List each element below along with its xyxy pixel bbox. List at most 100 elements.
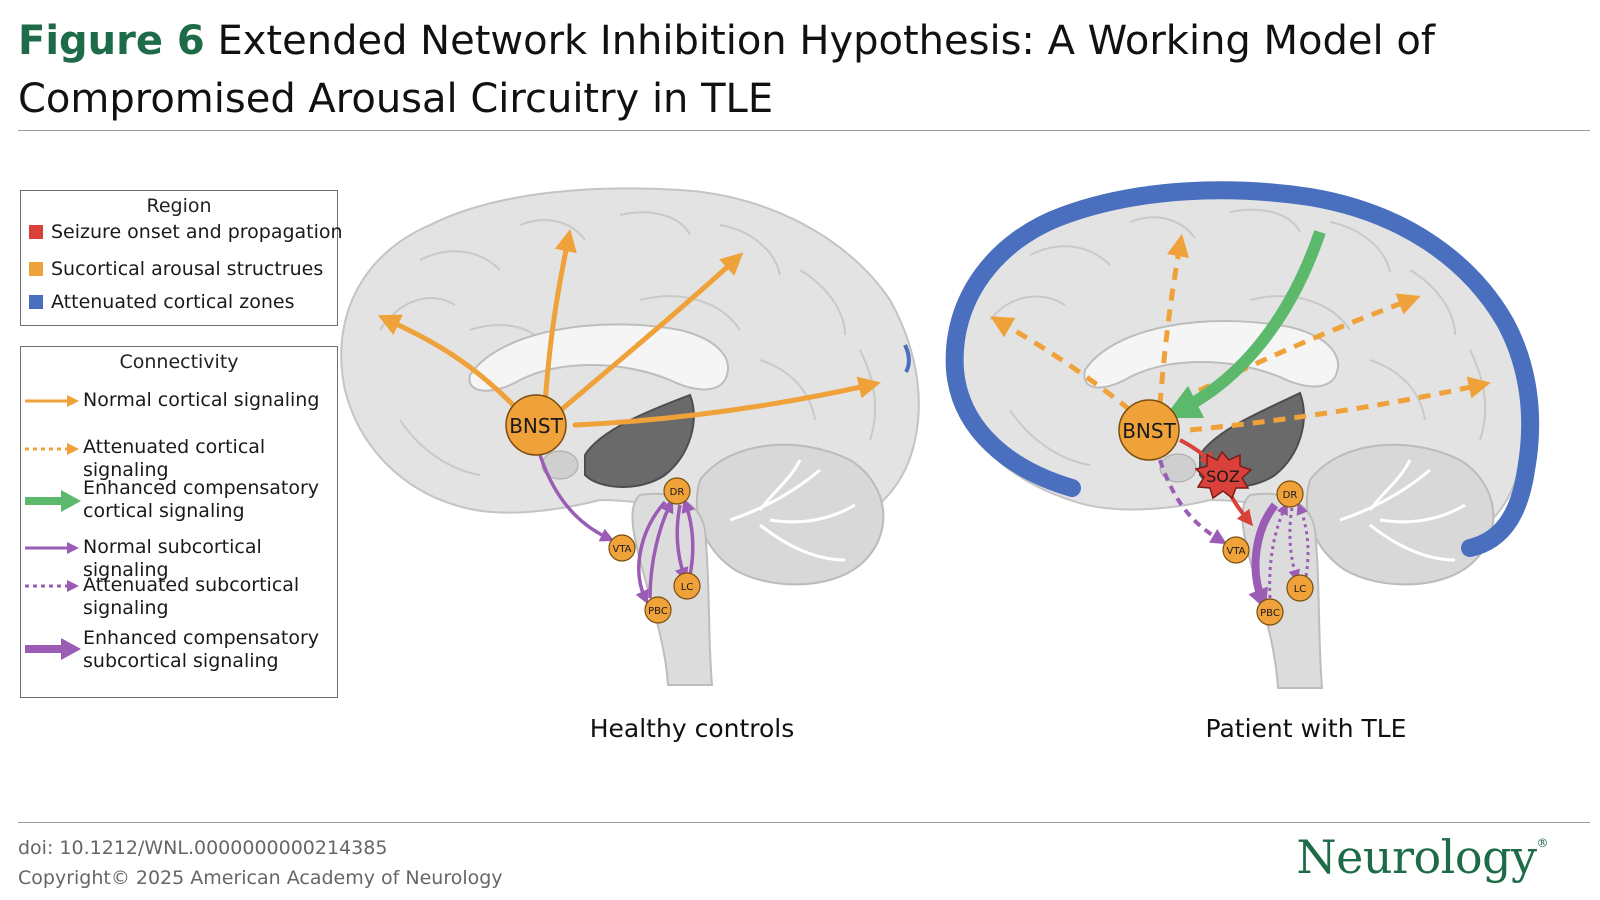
legend-normal-cortical: Normal cortical signaling [23, 389, 339, 415]
purple-thick-arrow-icon [25, 638, 81, 660]
figure-header: Figure 6 Extended Network Inhibition Hyp… [18, 12, 1558, 128]
purple-dotted-arrow [1288, 507, 1301, 582]
neurology-logo: Neurology® [1296, 830, 1548, 884]
healthy-controls-label: Healthy controls [589, 714, 795, 743]
legend-enhanced-subcortical: Enhanced compensatory subcortical signal… [23, 627, 339, 675]
region-legend-item-attenuated: Attenuated cortical zones [29, 291, 294, 313]
orange-arrow [542, 228, 577, 408]
legend-label: Attenuated subcortical signaling [83, 574, 300, 619]
purple-arrow [648, 498, 674, 599]
green-compensatory-arrow [1163, 230, 1326, 419]
legend-label: Enhanced compensatory cortical signaling [83, 477, 320, 522]
cortex-edge-left [903, 344, 911, 373]
region-legend-heading: Region [146, 195, 212, 217]
lc-label: LC [681, 582, 694, 593]
region-legend-label: Seizure onset and propagation [51, 221, 343, 243]
arbor-vitae-right [1339, 459, 1466, 562]
pbc-node [1256, 598, 1284, 626]
patient-tle-label: Patient with TLE [1205, 714, 1407, 743]
soz-label: SOZ [1206, 467, 1240, 486]
dr-label: DR [670, 487, 685, 498]
orange-solid-arrow-icon [25, 395, 79, 407]
dr-label: DR [1283, 490, 1298, 501]
cerebellum-right [1305, 443, 1495, 586]
journal-name: Neurology [1296, 830, 1537, 884]
orange-dashed-arrow [990, 316, 1132, 412]
purple-arrow [538, 454, 615, 542]
purple-dotted-arrow [1158, 459, 1227, 545]
legend-attenuated-cortical: Attenuated cortical signaling [23, 436, 339, 481]
bnst-label: BNST [509, 414, 563, 438]
blue-swatch-icon [29, 295, 43, 309]
region-legend-item-seizure: Seizure onset and propagation [29, 221, 343, 243]
orange-dotted-arrow-icon [25, 443, 79, 455]
legend-normal-subcortical: Normal subcortical signaling [23, 536, 339, 581]
tle-brain: SOZ BNST DR VTA LC PBC [945, 181, 1540, 689]
green-thick-arrow-icon [25, 490, 81, 512]
purple-dotted-arrow [1268, 502, 1288, 599]
region-legend-label: Sucortical arousal structrues [51, 258, 324, 280]
region-legend-label: Attenuated cortical zones [51, 291, 295, 313]
purple-thick-arrow [1248, 502, 1279, 610]
subcortical-arrows-left [538, 454, 695, 605]
cerebellum-left [695, 443, 885, 586]
figure-title: Figure 6 Extended Network Inhibition Hyp… [18, 12, 1558, 128]
cortical-arrows-left [377, 228, 881, 428]
vta-node [1222, 536, 1250, 564]
orange-dashed-arrow [1157, 233, 1190, 406]
legend-label: Normal cortical signaling [83, 389, 320, 411]
healthy-brain: BNST DR VTA LC PBC [340, 187, 920, 686]
connectivity-legend: Connectivity Normal cortical signaling A… [20, 346, 338, 698]
attenuated-cortex-outline [945, 181, 1540, 557]
amygdala-right [1159, 453, 1197, 483]
corpus-callosum-right [1083, 320, 1339, 389]
orange-dashed-arrow [1189, 376, 1491, 433]
orange-arrow [377, 314, 521, 413]
legend-attenuated-subcortical: Attenuated subcortical signaling [23, 574, 339, 622]
legend-label: Attenuated cortical signaling [83, 436, 266, 481]
legend-enhanced-cortical: Enhanced compensatory cortical signaling [23, 477, 339, 525]
red-swatch-icon [29, 225, 43, 239]
registered-icon: ® [1536, 836, 1549, 850]
subcortical-arrows-right [1158, 459, 1310, 610]
region-legend-item-arousal: Sucortical arousal structrues [29, 258, 323, 280]
figure-label: Figure 6 [18, 18, 205, 64]
purple-dotted-arrow [1296, 502, 1310, 577]
vta-label: VTA [1226, 546, 1245, 557]
lc-node [673, 572, 701, 600]
purple-arrow [635, 500, 667, 605]
purple-solid-arrow-icon [25, 542, 79, 554]
bnst-node [1118, 399, 1180, 461]
dr-node [1276, 480, 1304, 508]
orange-arrow [552, 252, 744, 418]
region-legend: Region Seizure onset and propagation Suc… [20, 190, 343, 326]
purple-arrow [681, 498, 695, 576]
bnst-label: BNST [1122, 419, 1176, 443]
connectivity-legend-heading: Connectivity [119, 351, 239, 373]
orange-swatch-icon [29, 262, 43, 276]
legend-label: Enhanced compensatory subcortical signal… [83, 627, 320, 672]
gyri-left [379, 211, 877, 476]
pbc-label: PBC [1260, 608, 1280, 619]
doi-text: doi: 10.1212/WNL.0000000000214385 [18, 837, 388, 859]
vta-node [608, 534, 636, 562]
vta-label: VTA [612, 544, 631, 555]
copyright-text: Copyright© 2025 American Academy of Neur… [18, 867, 503, 889]
pbc-node [644, 596, 672, 624]
legend-label: Normal subcortical signaling [83, 536, 262, 581]
corpus-callosum-left [468, 323, 729, 392]
header-divider [18, 130, 1590, 131]
arbor-vitae-left [729, 459, 856, 562]
dr-node [663, 477, 691, 505]
footer-divider [18, 822, 1590, 823]
pbc-label: PBC [648, 606, 668, 617]
lc-label: LC [1294, 584, 1307, 595]
orange-arrow [572, 376, 881, 428]
lc-node [1286, 574, 1314, 602]
figure-title-text: Extended Network Inhibition Hypothesis: … [18, 18, 1435, 122]
purple-arrow [675, 504, 689, 582]
bnst-node [505, 394, 567, 456]
purple-dotted-arrow-icon [25, 580, 79, 592]
soz-starburst [1194, 450, 1253, 500]
